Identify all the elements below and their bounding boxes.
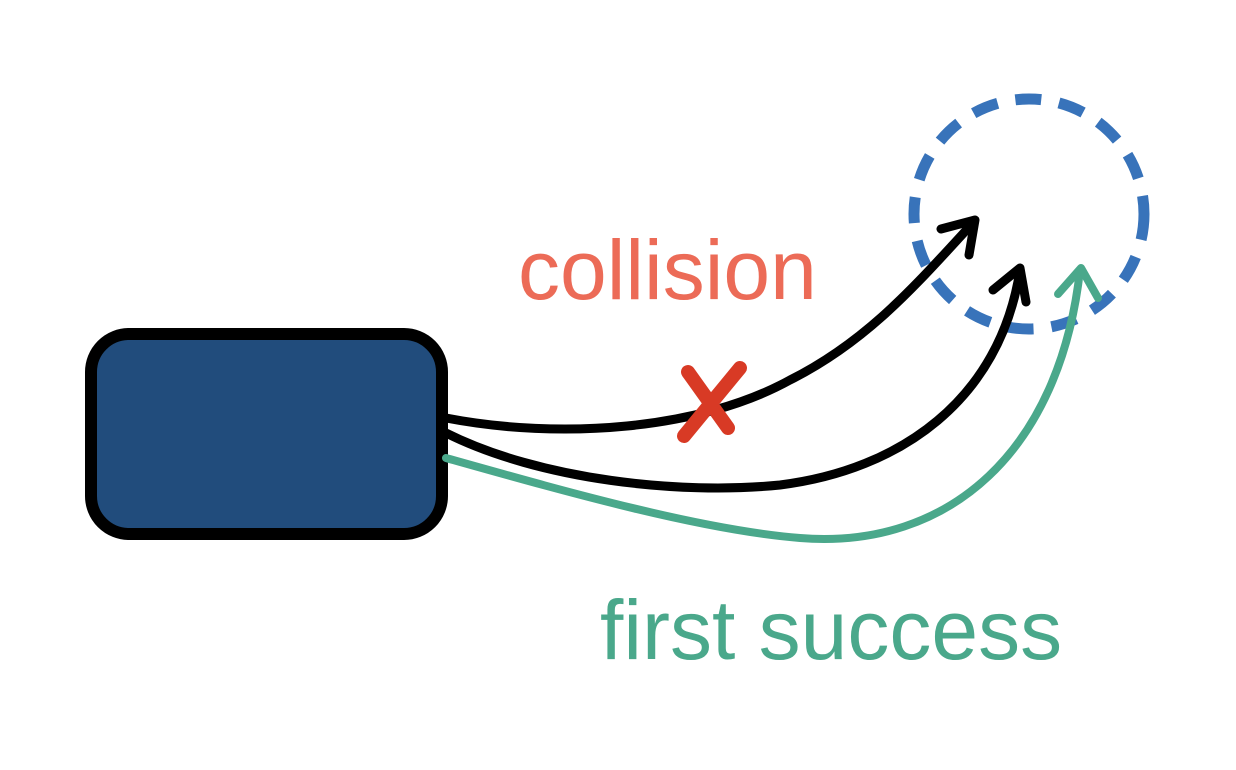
cross-icon: [677, 361, 747, 443]
arrowhead-icon: [988, 263, 1031, 307]
collision-label: collision: [518, 223, 817, 317]
first-success-label: first success: [600, 583, 1062, 677]
start-block: [85, 328, 448, 540]
arrowhead-icon: [936, 215, 980, 260]
failed-trajectory: [441, 265, 1025, 493]
success-trajectory: [442, 266, 1084, 543]
failed-trajectory-collision: [441, 219, 977, 434]
goal-region: [908, 93, 1150, 335]
arrowhead-icon: [1054, 264, 1102, 302]
